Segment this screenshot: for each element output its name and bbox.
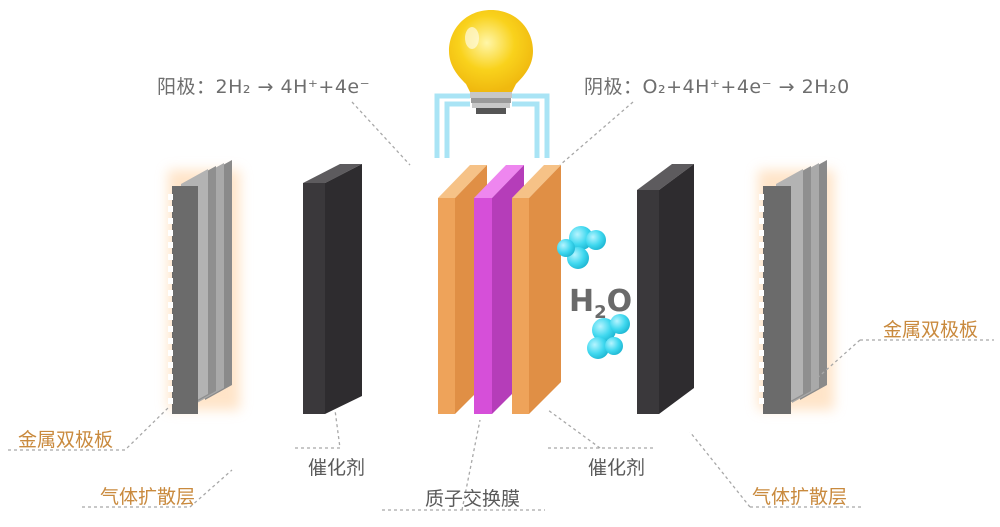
water-h: H (569, 284, 595, 319)
plate-notch (168, 206, 173, 212)
plate-notch (759, 302, 764, 308)
plate-notch (759, 374, 764, 380)
label-gas-diffusion-left: 气体扩散层 (100, 486, 196, 508)
label-bipolar-plate-left: 金属双极板 (18, 429, 114, 451)
plate-notch (168, 218, 173, 224)
water-o: O (606, 284, 633, 319)
bipolar-plate-left (168, 160, 240, 414)
label-catalyst-left: 催化剂 (308, 457, 366, 479)
plate-notch (168, 398, 173, 404)
plate-notch (759, 314, 764, 320)
plate-notch (759, 326, 764, 332)
water-sub: 2 (594, 302, 607, 323)
plate-notch (168, 290, 173, 296)
label-membrane: 质子交换膜 (425, 488, 521, 510)
plate-notch (759, 338, 764, 344)
anode-equation: 阳极：2H₂ → 4H⁺+4e⁻ (157, 76, 371, 98)
cathode-equation: 阴极：O₂+4H⁺+4e⁻ → 2H₂0 (584, 76, 850, 98)
plate-notch (759, 230, 764, 236)
catalyst-left (303, 164, 362, 414)
bipolar-plate-right (758, 160, 834, 414)
plate-notch (168, 350, 173, 356)
label-bipolar-plate-right: 金属双极板 (883, 319, 979, 341)
plate-notch (759, 398, 764, 404)
plate-notch (759, 386, 764, 392)
water-label: H2O (569, 284, 632, 323)
plate-notch (168, 374, 173, 380)
plate-notch (759, 350, 764, 356)
plate-notch (168, 302, 173, 308)
plate-notch (168, 278, 173, 284)
plate-notch (759, 254, 764, 260)
plate-notch (168, 266, 173, 272)
plate-notch (168, 362, 173, 368)
plate-notch (759, 242, 764, 248)
plate-notch (759, 206, 764, 212)
label-gas-diffusion-right: 气体扩散层 (752, 486, 848, 508)
water-molecule-icon-2 (587, 314, 630, 359)
plate-notch (168, 386, 173, 392)
circuit-wires (434, 93, 550, 158)
label-catalyst-right: 催化剂 (588, 457, 646, 479)
water-molecule-icon (557, 226, 606, 269)
plate-notch (168, 314, 173, 320)
plate-notch (168, 326, 173, 332)
leader-lines (8, 101, 994, 511)
plate-notch (759, 194, 764, 200)
plate-notch (759, 266, 764, 272)
plate-notch (759, 290, 764, 296)
gas-diffusion-layer-right (512, 165, 561, 414)
plate-notch (168, 254, 173, 260)
plate-notch (759, 362, 764, 368)
plate-notch (759, 218, 764, 224)
catalyst-right (637, 164, 694, 414)
light-bulb-icon (449, 10, 533, 114)
plate-notch (168, 194, 173, 200)
plate-notch (759, 278, 764, 284)
plate-notch (168, 230, 173, 236)
plate-notch (168, 338, 173, 344)
plate-notch (168, 242, 173, 248)
